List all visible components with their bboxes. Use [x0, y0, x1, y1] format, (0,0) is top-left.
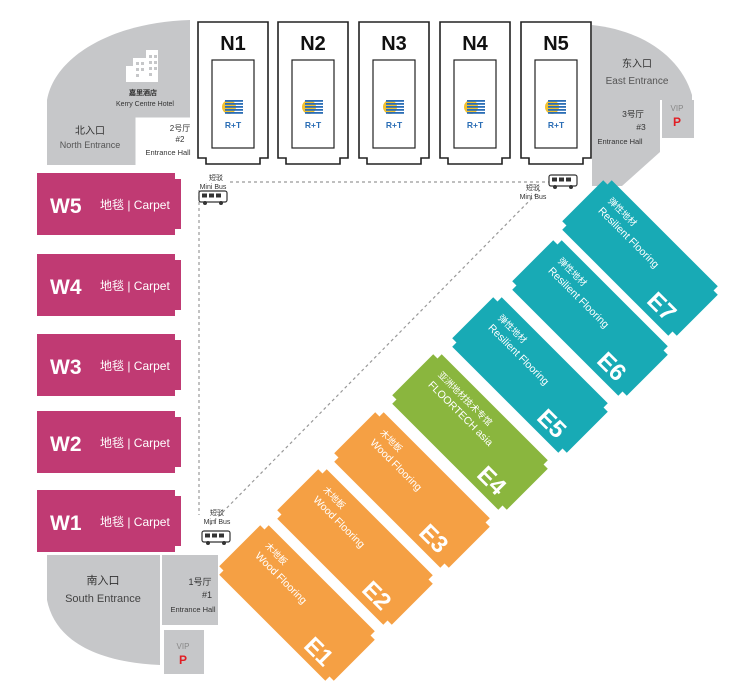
east-entrance-cn: 东入口 [622, 57, 652, 70]
west-hall-category: 地毯 | Carpet [100, 279, 170, 293]
west-hall-w3[interactable]: W3 地毯 | Carpet [37, 334, 181, 396]
west-hall-id: W2 [50, 433, 82, 456]
hall3-num: #3 [636, 122, 646, 132]
north-entrance-cn: 北入口 [75, 125, 105, 137]
minibus-nw-cn: 短驳 [209, 173, 223, 182]
west-hall-category: 地毯 | Carpet [100, 359, 170, 373]
rt-logo-icon: R+T [222, 100, 243, 130]
hall2-num: #2 [176, 135, 185, 144]
vip-south-parking: P [179, 653, 187, 667]
west-hall-w5[interactable]: W5 地毯 | Carpet [37, 173, 181, 235]
north-hall-id: N2 [300, 33, 326, 55]
vip-south-label: VIP [177, 642, 190, 651]
west-hall-category: 地毯 | Carpet [100, 515, 170, 529]
south-entrance-area [47, 555, 218, 674]
north-hall-n5[interactable]: N5R+T [520, 21, 592, 165]
bus-icon [201, 530, 231, 545]
hall1-cn: 1号厅 [188, 577, 211, 587]
north-hall-id: N3 [381, 33, 407, 55]
rt-logo-text: R+T [305, 120, 322, 130]
north-entrance-en: North Entrance [60, 140, 121, 150]
minibus-sw-cn: 短驳 [210, 508, 224, 517]
hall3-cn: 3号厅 [622, 109, 644, 119]
west-hall-id: W1 [50, 512, 82, 535]
rt-logo-text: R+T [467, 120, 484, 130]
rt-logo-icon: R+T [383, 100, 404, 130]
west-hall-id: W5 [50, 195, 82, 218]
minibus-ne-en: Mini Bus [520, 194, 547, 201]
rt-logo-text: R+T [548, 120, 565, 130]
north-hall-n2[interactable]: N2R+T [277, 21, 349, 165]
west-hall-w4[interactable]: W4 地毯 | Carpet [37, 254, 181, 316]
vip-east-label: VIP [671, 104, 684, 113]
hall1-num: #1 [202, 590, 212, 600]
west-hall-id: W4 [50, 276, 82, 299]
west-hall-id: W3 [50, 356, 82, 379]
west-hall-w2[interactable]: W2 地毯 | Carpet [37, 411, 181, 473]
rt-logo-icon: R+T [302, 100, 323, 130]
hotel-name-en: Kerry Centre Hotel [116, 101, 174, 108]
rt-logo-text: R+T [386, 120, 403, 130]
west-hall-category: 地毯 | Carpet [100, 436, 170, 450]
south-entrance-en: South Entrance [65, 593, 141, 605]
north-hall-id: N4 [462, 33, 488, 55]
north-hall-n1[interactable]: N1R+T [197, 21, 269, 165]
south-entrance-cn: 南入口 [87, 574, 120, 587]
north-hall-n4[interactable]: N4R+T [439, 21, 511, 165]
rt-logo-icon: R+T [545, 100, 566, 130]
bus-icon [548, 174, 578, 189]
west-hall-w1[interactable]: W1 地毯 | Carpet [37, 490, 181, 552]
hall2-cn: 2号厅 [170, 124, 190, 133]
minibus-ne-cn: 短驳 [526, 183, 540, 192]
hall3-en: Entrance Hall [597, 137, 642, 146]
east-entrance-en: East Entrance [606, 76, 669, 87]
building-icon [126, 50, 158, 82]
hall1-en: Entrance Hall [170, 605, 215, 614]
north-hall-id: N1 [220, 33, 246, 55]
minibus-route [198, 181, 550, 526]
minibus-nw-en: Mini Bus [200, 184, 227, 191]
hotel-name-cn: 嘉里酒店 [128, 88, 157, 97]
minibus-sw-en: Mini Bus [204, 519, 231, 526]
north-hall-n3[interactable]: N3R+T [358, 21, 430, 165]
hall2-en: Entrance Hall [145, 148, 190, 157]
north-hall-id: N5 [543, 33, 569, 55]
vip-east-parking: P [673, 115, 681, 129]
bus-icon [198, 190, 228, 205]
rt-logo-text: R+T [225, 120, 242, 130]
west-hall-category: 地毯 | Carpet [100, 198, 170, 212]
rt-logo-icon: R+T [464, 100, 485, 130]
entrance-hall-2: 2号厅 #2 Entrance Hall [135, 117, 191, 166]
east-entrance-area [592, 25, 694, 186]
